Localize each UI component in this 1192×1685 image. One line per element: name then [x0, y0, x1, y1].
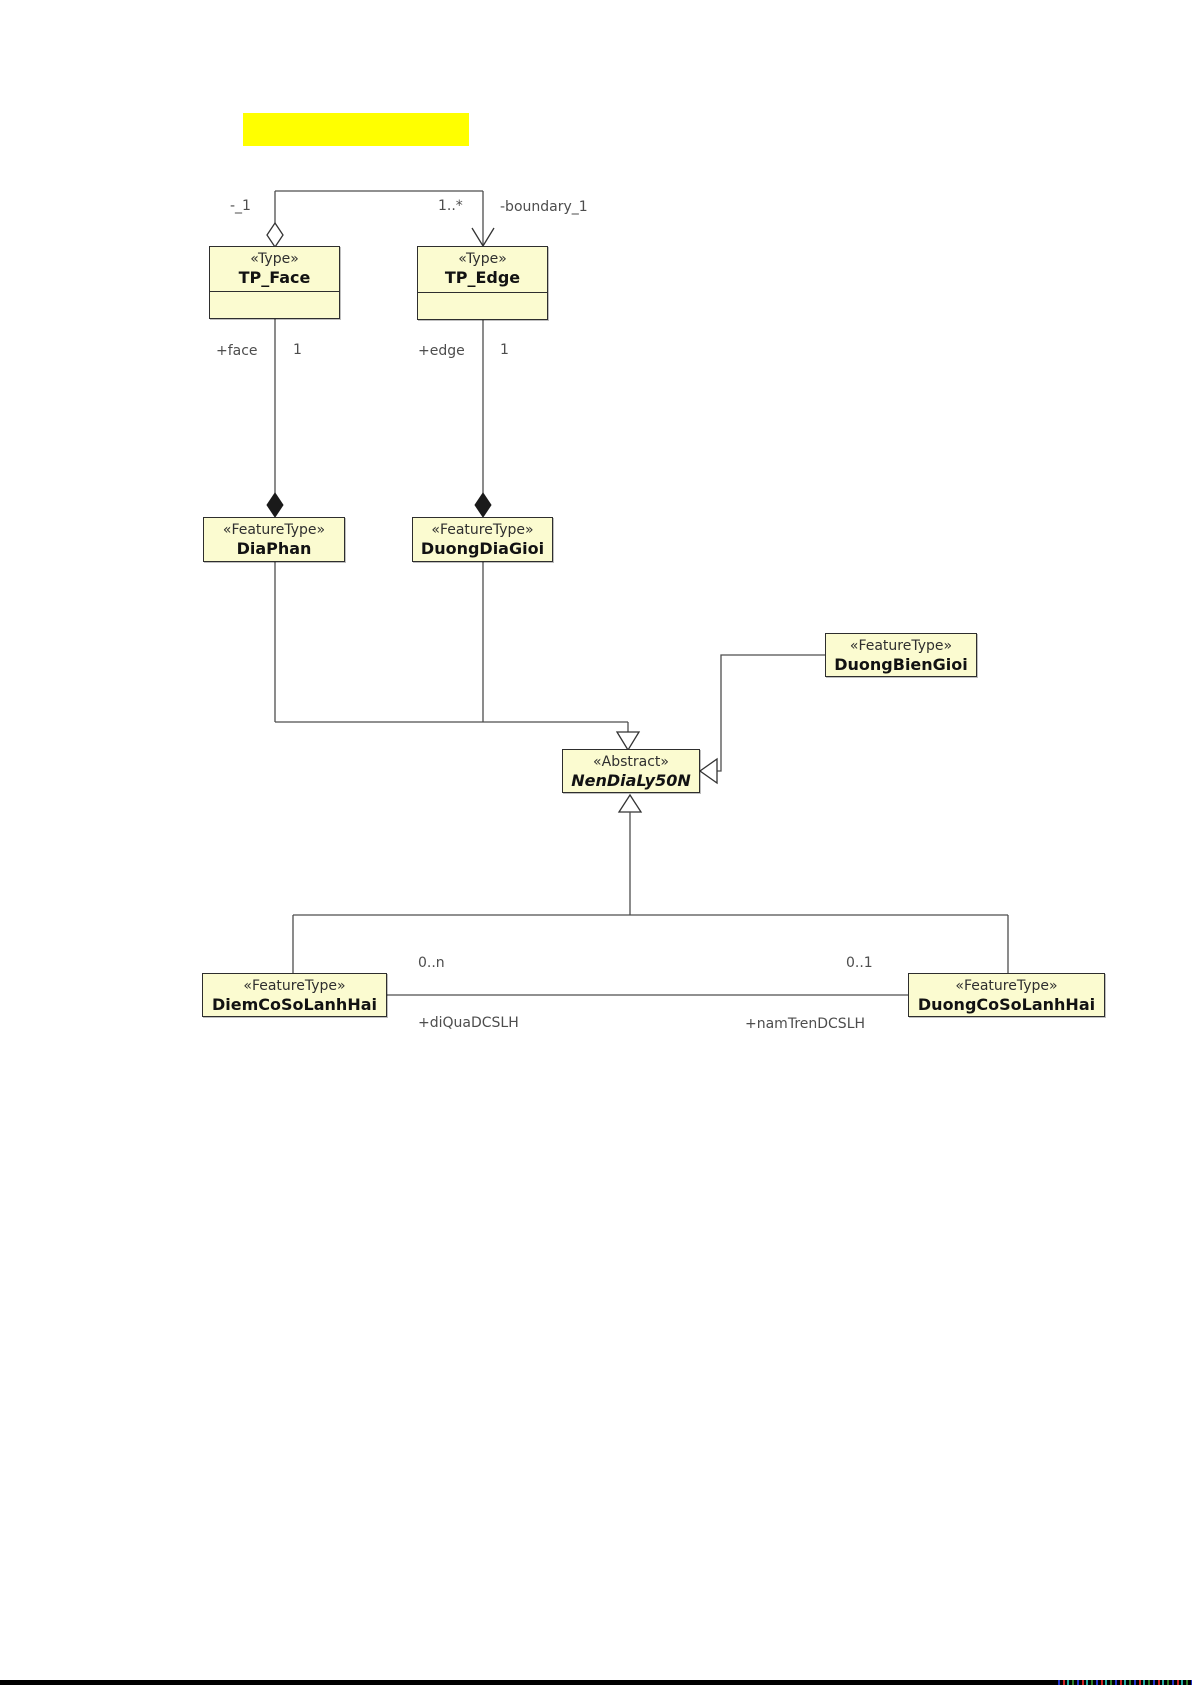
- class-name: DiemCoSoLanhHai: [212, 995, 377, 1014]
- generalization-line-duongbiengioi: [717, 654, 825, 772]
- clipped-footer-bar: [0, 1680, 1192, 1685]
- class-name: TP_Face: [238, 268, 311, 287]
- generalization-line-top: [274, 562, 629, 732]
- generalization-triangle-icon: [698, 757, 718, 785]
- filled-diamond-composition-icon: [266, 492, 284, 518]
- class-name: DuongBienGioi: [834, 655, 968, 674]
- class-header: «FeatureType» DuongDiaGioi: [413, 518, 552, 559]
- class-name: NenDiaLy50N: [571, 771, 691, 790]
- class-stereotype: «FeatureType»: [955, 978, 1058, 994]
- role-label-face: +face: [216, 343, 258, 359]
- role-label-namtrendcslh: +namTrenDCSLH: [745, 1016, 866, 1032]
- yellow-highlight-annotation: [243, 113, 469, 146]
- class-stereotype: «FeatureType»: [431, 522, 534, 538]
- open-diamond-aggregation-icon: [266, 221, 284, 249]
- class-name: DiaPhan: [236, 539, 312, 558]
- class-box-tp-face: «Type» TP_Face: [209, 246, 340, 319]
- class-box-diemcosolanhhai: «FeatureType» DiemCoSoLanhHai: [202, 973, 387, 1017]
- class-header: «Type» TP_Edge: [418, 247, 547, 288]
- role-label-boundary: -boundary_1: [500, 199, 588, 215]
- class-name: DuongCoSoLanhHai: [917, 995, 1096, 1014]
- class-box-diaphan: «FeatureType» DiaPhan: [203, 517, 345, 562]
- class-stereotype: «FeatureType»: [222, 522, 326, 538]
- aggregation-line: [274, 190, 484, 245]
- generalization-triangle-icon: [615, 731, 641, 752]
- class-stereotype: «Type»: [458, 251, 507, 267]
- attributes-compartment: [418, 292, 547, 319]
- attributes-compartment: [210, 291, 339, 318]
- multiplicity-label-assoc-right: 0..1: [846, 955, 873, 971]
- class-box-duongcosolanhhai: «FeatureType» DuongCoSoLanhHai: [908, 973, 1105, 1017]
- class-header: «FeatureType» DiemCoSoLanhHai: [203, 974, 386, 1015]
- generalization-triangle-icon: [617, 793, 643, 813]
- class-header: «FeatureType» DiaPhan: [204, 518, 344, 559]
- class-box-tp-edge: «Type» TP_Edge: [417, 246, 548, 320]
- class-header: «Type» TP_Face: [210, 247, 339, 288]
- class-header: «FeatureType» DuongBienGioi: [826, 634, 976, 675]
- generalization-line-bottom: [292, 812, 1009, 973]
- class-box-duongbiengioi: «FeatureType» DuongBienGioi: [825, 633, 977, 677]
- class-stereotype: «Abstract»: [593, 754, 669, 770]
- role-label-edge: +edge: [418, 343, 465, 359]
- class-stereotype: «FeatureType»: [849, 638, 953, 654]
- class-box-duongdiagioi: «FeatureType» DuongDiaGioi: [412, 517, 553, 562]
- multiplicity-label-agg-right: 1..*: [438, 198, 463, 214]
- multiplicity-label-edge: 1: [500, 342, 509, 358]
- multiplicity-label-face: 1: [293, 342, 302, 358]
- class-header: «Abstract» NenDiaLy50N: [563, 750, 699, 791]
- class-header: «FeatureType» DuongCoSoLanhHai: [909, 974, 1104, 1015]
- class-name: DuongDiaGioi: [420, 539, 545, 558]
- class-box-nendialy50n: «Abstract» NenDiaLy50N: [562, 749, 700, 793]
- filled-diamond-composition-icon: [474, 492, 492, 518]
- class-stereotype: «FeatureType»: [243, 978, 346, 994]
- multiplicity-label-assoc-left: 0..n: [418, 955, 445, 971]
- role-label-diquadcslh: +diQuaDCSLH: [418, 1015, 519, 1031]
- class-name: TP_Edge: [444, 268, 521, 287]
- class-stereotype: «Type»: [250, 251, 299, 267]
- multiplicity-label-agg-left: -_1: [230, 198, 251, 214]
- clipped-footer-text-fragment: [1055, 1680, 1192, 1685]
